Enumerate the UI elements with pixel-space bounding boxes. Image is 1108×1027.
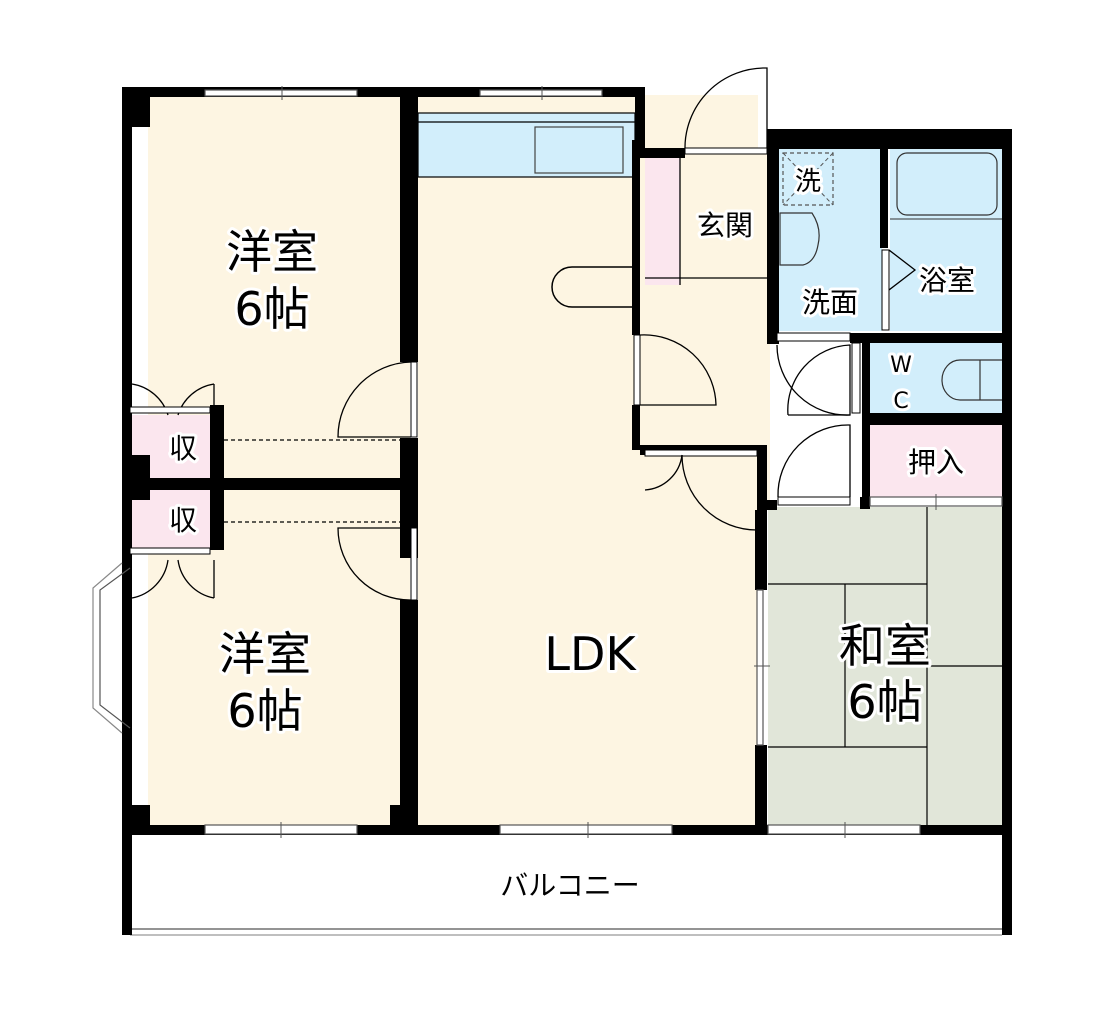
ldk-label: LDK bbox=[544, 627, 637, 681]
japanese-room-label: 和室 bbox=[839, 619, 931, 673]
balcony-label: バルコニー bbox=[500, 869, 639, 902]
washing-machine-label: 洗 bbox=[795, 167, 821, 197]
storage-2-label: 収 bbox=[169, 504, 197, 537]
western-room-2-size: 6帖 bbox=[227, 684, 302, 738]
bathroom-label: 浴室 bbox=[919, 264, 975, 297]
japanese-room-size: 6帖 bbox=[847, 675, 922, 729]
counter-peninsula bbox=[551, 266, 635, 308]
washing-machine-pan bbox=[782, 152, 834, 206]
toilet-label-w: W bbox=[890, 353, 912, 378]
toilet-bowl bbox=[941, 359, 1002, 401]
toilet-label-c: C bbox=[893, 389, 908, 414]
western-room-1-size: 6帖 bbox=[234, 282, 309, 336]
storage-1-label: 収 bbox=[169, 432, 197, 465]
western-room-2-label: 洋室 bbox=[219, 627, 311, 681]
balcony-area bbox=[130, 835, 1002, 935]
washroom-label: 洗面 bbox=[802, 286, 858, 319]
wash-basin bbox=[779, 212, 820, 266]
doors bbox=[129, 67, 917, 601]
bathtub bbox=[896, 152, 998, 216]
entrance-pink-floor bbox=[645, 158, 680, 285]
japanese-room-floor bbox=[768, 507, 1002, 827]
oshiire-floor bbox=[870, 425, 1002, 497]
oshiire-label: 押入 bbox=[908, 446, 964, 479]
sink bbox=[534, 126, 624, 174]
tatami-lines bbox=[768, 507, 1002, 827]
windows bbox=[92, 86, 1003, 838]
entrance-label: 玄関 bbox=[697, 209, 753, 242]
western-room-1-label: 洋室 bbox=[226, 225, 318, 279]
